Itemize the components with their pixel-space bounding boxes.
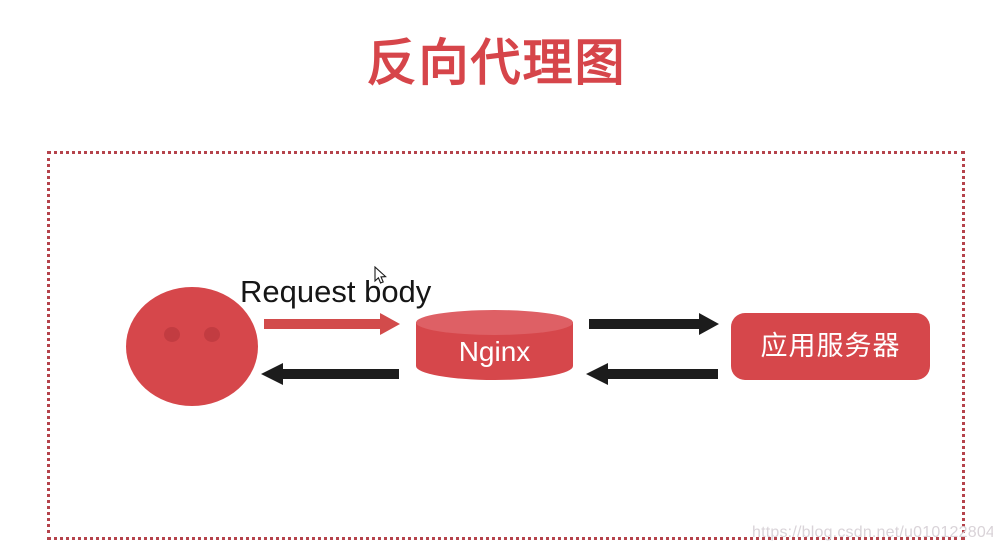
nginx-node: Nginx [416,310,573,386]
page-title: 反向代理图 [366,35,627,91]
app-server-node: 应用服务器 [731,313,930,380]
mouse-pointer-icon [374,265,388,286]
nginx-to-appserver-arrow [589,312,719,336]
request-body-label: Request body [240,274,432,309]
appserver-to-nginx-arrow [586,362,718,386]
nginx-label: Nginx [458,336,531,367]
client-face-shape [126,287,258,406]
nginx-cylinder-top [416,310,573,335]
dashed-content-frame [47,151,965,540]
client-to-nginx-request-arrow [264,312,400,336]
app-server-label: 应用服务器 [760,331,901,361]
watermark-text: https://blog.csdn.net/u010122804 [752,524,993,541]
client-left-eye-icon [164,327,180,342]
nginx-to-client-response-arrow [261,362,399,386]
client-right-eye-icon [204,327,220,342]
